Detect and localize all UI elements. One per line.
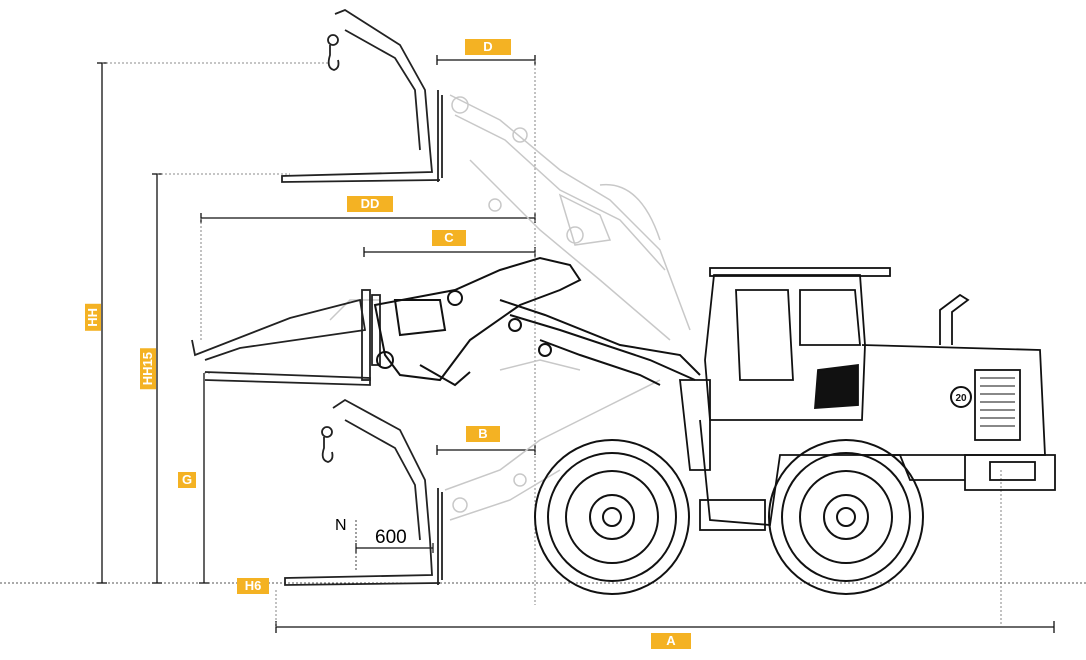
loader-body <box>678 267 1056 531</box>
dim-label-n: N <box>335 517 347 534</box>
fork-length-dimension <box>355 520 434 570</box>
fork-jib-middle <box>191 289 381 386</box>
dim-label-c: C <box>432 230 466 246</box>
dim-label-hh15: HH15 <box>140 348 156 390</box>
loader-boom <box>373 256 701 387</box>
model-badge-text: 20 <box>955 393 967 404</box>
fork-jib-top <box>281 8 443 183</box>
dim-label-a: A <box>651 633 691 649</box>
model-badge <box>950 386 972 408</box>
reach-guides <box>200 60 1002 627</box>
reach-dimensions <box>200 55 1055 633</box>
dim-label-dd: DD <box>347 196 393 212</box>
fork-length-label: 600 <box>375 527 407 548</box>
dim-label-g: G <box>178 472 196 488</box>
ghost-boom-raised <box>449 94 691 341</box>
fork-jib-bottom <box>284 398 443 586</box>
height-dimensions <box>97 62 209 584</box>
dim-label-hh: HH <box>85 304 101 331</box>
dim-label-h6: H6 <box>237 578 269 594</box>
dim-label-d: D <box>465 39 511 55</box>
rear-wheel <box>768 439 924 595</box>
front-wheel <box>534 439 690 595</box>
dim-label-b: B <box>466 426 500 442</box>
